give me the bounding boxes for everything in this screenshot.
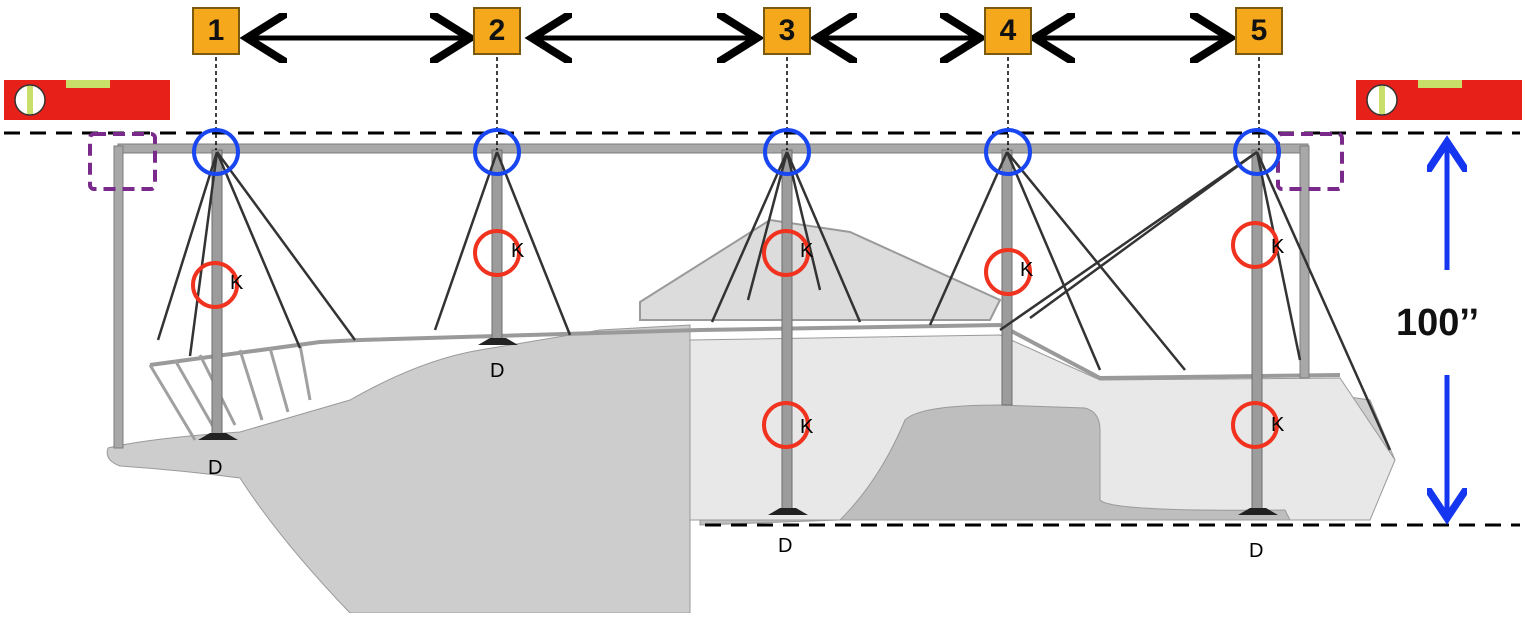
windshield: [639, 218, 1002, 321]
bow-rail: [149, 322, 1341, 381]
top-frame-beam: [117, 143, 1309, 154]
top-joint-markers: [192, 128, 1281, 176]
spirit-level-icon: [1356, 80, 1522, 120]
knob-label: K: [800, 240, 814, 262]
boat-hull: [106, 324, 1396, 614]
knob-label: K: [230, 272, 244, 294]
foot-label: D: [208, 457, 223, 479]
foot-label: D: [490, 360, 505, 382]
height-dimension: 100’’: [1396, 302, 1480, 344]
cabin-cutout: [699, 404, 1291, 526]
knob-label: K: [800, 416, 814, 438]
station-lines: [215, 57, 1260, 150]
station-3-label: 3: [763, 7, 811, 55]
knob-markers: [191, 221, 1279, 449]
foot-label: D: [1249, 540, 1264, 562]
right-frame-post: [1299, 145, 1310, 379]
knob-label: K: [1020, 259, 1034, 281]
knob-label: K: [1271, 414, 1285, 436]
station-4-label: 4: [984, 7, 1032, 55]
station-1-label: 1: [192, 7, 240, 55]
corner-box-left: [88, 132, 157, 191]
spirit-level-icon: [4, 80, 170, 120]
knob-label: K: [511, 240, 525, 262]
corner-box-right: [1276, 132, 1344, 191]
left-frame-post: [113, 145, 124, 449]
foot-label: D: [778, 535, 793, 557]
knob-label: K: [1271, 236, 1285, 258]
station-2-label: 2: [473, 7, 521, 55]
station-5-label: 5: [1235, 7, 1283, 55]
stand-feet: [198, 338, 1278, 515]
